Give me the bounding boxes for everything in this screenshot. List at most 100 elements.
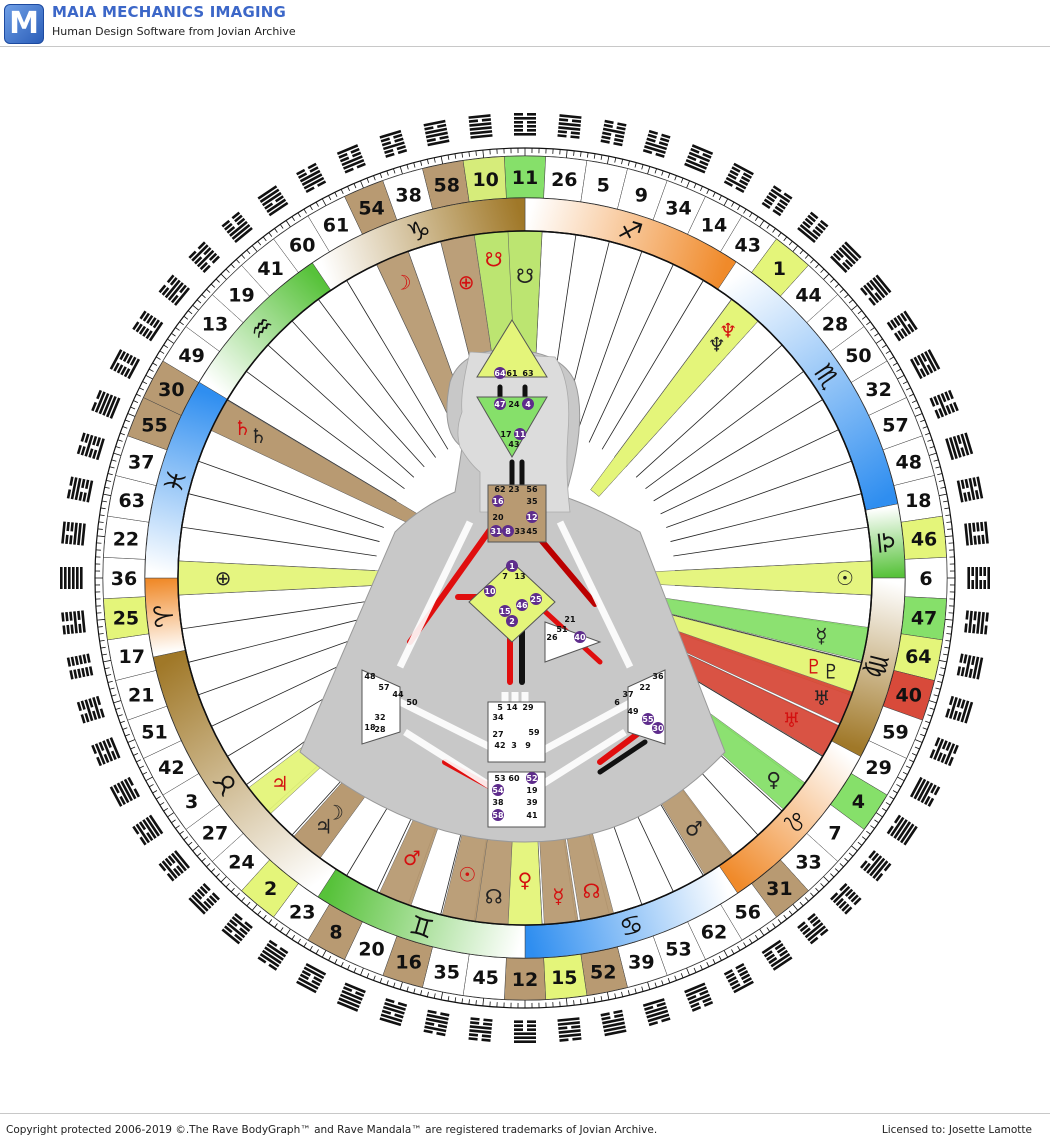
bodygraph-gate-number: 36	[652, 672, 664, 681]
hexagram-line	[381, 1009, 392, 1015]
bodygraph-gate-number: 16	[492, 497, 504, 506]
hexagram-line	[70, 477, 78, 500]
hexagram-line	[84, 434, 94, 457]
hexagram-line	[146, 314, 154, 324]
gate-spoke	[635, 344, 783, 478]
hexagram-line	[972, 624, 976, 634]
hexagram-line	[604, 119, 614, 125]
degree-tick	[693, 967, 697, 973]
degree-tick	[810, 259, 815, 264]
degree-tick	[393, 982, 396, 988]
degree-tick	[107, 680, 113, 683]
hexagram-line	[875, 872, 884, 882]
gate-number: 25	[113, 607, 139, 629]
hexagram-line	[73, 611, 78, 634]
degree-tick	[279, 224, 284, 229]
hexagram-line	[924, 795, 931, 806]
bodygraph-gate-number: 58	[492, 811, 504, 820]
degree-tick	[98, 521, 104, 523]
hexagram-line	[424, 1025, 447, 1033]
hexagram-icon	[468, 114, 493, 139]
degree-tick	[139, 765, 145, 769]
hexagram-line	[440, 1012, 450, 1017]
bodygraph-gate-number: 57	[378, 683, 389, 692]
degree-tick	[379, 173, 383, 178]
hexagram-icon	[257, 185, 289, 217]
hexagram-line	[95, 438, 105, 461]
hexagram-line	[266, 943, 287, 958]
degree-tick	[155, 356, 161, 360]
degree-tick	[937, 680, 943, 683]
hexagram-line	[944, 743, 956, 765]
degree-tick	[693, 183, 697, 189]
hexagram-line	[297, 172, 308, 179]
hexagram-line	[385, 152, 395, 158]
hexagram-icon	[132, 310, 164, 342]
degree-tick	[920, 733, 926, 737]
hexagram-line	[799, 924, 809, 933]
hexagram-line	[964, 701, 974, 724]
bodygraph-gate-number: 12	[526, 513, 537, 522]
degree-tick	[737, 945, 741, 951]
hexagram-line	[557, 1017, 580, 1022]
bodygraph-gate-number: 34	[492, 713, 504, 722]
hexagram-line	[341, 989, 363, 1001]
hexagram-line	[735, 962, 745, 970]
hexagram-line	[868, 850, 876, 859]
hexagram-icon	[909, 776, 941, 807]
degree-tick	[667, 978, 671, 983]
hexagram-line	[739, 179, 749, 186]
degree-tick	[101, 500, 107, 503]
degree-tick	[772, 228, 776, 233]
hexagram-icon	[929, 389, 959, 419]
gate-number: 43	[735, 235, 761, 257]
hexagram-line	[860, 287, 868, 296]
hexagram-line	[109, 737, 121, 759]
gate-number: 12	[512, 969, 538, 991]
degree-tick	[175, 327, 180, 331]
activated-gate-marker	[514, 428, 526, 440]
hexagram-line	[81, 478, 86, 489]
bodygraph-gate-number: 3	[511, 741, 517, 750]
degree-tick	[777, 232, 782, 237]
hexagram-line	[838, 900, 847, 909]
degree-tick	[136, 393, 141, 397]
hexagram-line	[196, 888, 206, 897]
hexagram-line	[648, 1021, 659, 1027]
hexagram-line	[850, 894, 859, 903]
bodygraph-gate-number: 44	[392, 690, 404, 699]
hexagram-line	[127, 358, 141, 380]
hexagram-line	[344, 982, 366, 994]
degree-tick	[155, 796, 161, 800]
bodygraph-gate-number: 30	[652, 724, 664, 733]
hexagram-line	[394, 1013, 404, 1019]
hexagram-line	[981, 534, 985, 545]
activated-gate-marker	[502, 525, 514, 537]
bodygraph-gate-number: 38	[492, 798, 504, 807]
bodygraph-gate-number: 1	[509, 562, 515, 571]
hexagram-line	[69, 670, 74, 680]
hexagram-line	[88, 448, 94, 458]
degree-tick	[297, 938, 301, 944]
degree-tick	[353, 967, 357, 973]
gate-number: 22	[113, 529, 139, 551]
hexagram-line	[66, 489, 72, 499]
degree-tick	[171, 332, 176, 337]
app-title: MAIA MECHANICS IMAGING	[52, 3, 287, 21]
degree-tick	[788, 910, 793, 916]
degree-tick	[206, 288, 211, 293]
hexagram-line	[571, 1025, 581, 1029]
degree-tick	[241, 254, 246, 259]
hexagram-line	[176, 865, 184, 874]
hexagram-line	[338, 152, 348, 159]
degree-tick	[122, 426, 128, 429]
degree-tick	[340, 189, 344, 194]
degree-tick	[621, 991, 624, 997]
hexagram-line	[84, 712, 90, 723]
planet-glyph-icon: ♆	[719, 319, 737, 343]
planet-glyph-icon: ☊	[485, 884, 503, 908]
bodygraph-gate-number: 46	[516, 601, 528, 610]
hexagram-line	[658, 141, 669, 147]
hexagram-icon	[514, 1020, 536, 1043]
hexagram-line	[296, 168, 306, 176]
